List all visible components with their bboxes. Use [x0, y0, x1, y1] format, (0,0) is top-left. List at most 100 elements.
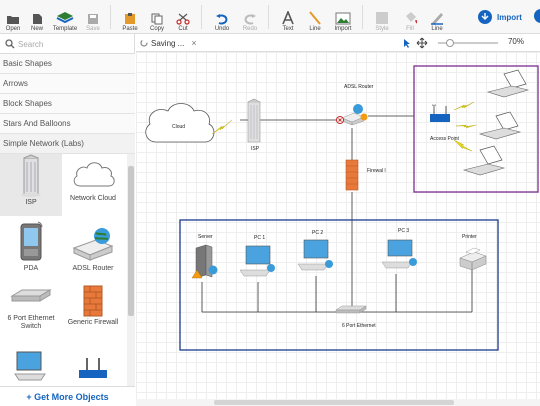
- server-label: Server: [198, 234, 213, 240]
- access-point-icon: [79, 358, 107, 378]
- new-button[interactable]: New: [28, 2, 46, 32]
- pen-icon: [431, 13, 443, 25]
- search-box: [0, 34, 135, 54]
- paint-bucket-icon: [406, 12, 417, 24]
- open-button[interactable]: Open: [4, 2, 22, 32]
- laptop-shape[interactable]: [486, 69, 530, 98]
- template-icon: [56, 12, 74, 24]
- zoom-level: 70%: [507, 37, 524, 46]
- redo-icon: [244, 14, 256, 25]
- toolbar-divider: [201, 5, 202, 29]
- text-button[interactable]: Text: [279, 2, 297, 32]
- firewall-label: Firewal l: [367, 168, 386, 174]
- cut-button[interactable]: Cut: [174, 2, 192, 32]
- shape-library-panel: Basic Shapes Arrows Block Shapes Stars A…: [0, 34, 135, 406]
- pc1-shape[interactable]: PC 1: [239, 235, 275, 277]
- category-arrows[interactable]: Arrows: [0, 74, 135, 94]
- printer-shape[interactable]: Printer: [459, 234, 487, 271]
- line-style-button[interactable]: Line: [428, 2, 446, 32]
- shape-panel-scrollbar[interactable]: [127, 154, 135, 386]
- search-input[interactable]: [18, 37, 128, 51]
- zoom-slider-handle[interactable]: [446, 39, 454, 47]
- folder-icon: [7, 16, 19, 24]
- isp-shape[interactable]: ISP: [247, 98, 261, 152]
- shape-isp[interactable]: ISP: [0, 154, 62, 216]
- pc2-label: PC 2: [312, 230, 323, 236]
- toolbar-divider: [268, 5, 269, 29]
- style-button[interactable]: Style: [372, 2, 392, 32]
- laptop-shape[interactable]: [462, 145, 506, 176]
- shape-pda[interactable]: PDA: [0, 220, 62, 282]
- network-diagram: Cloud ISP ADSL Router Firewal l: [145, 65, 539, 351]
- lan-group-box[interactable]: [179, 219, 499, 351]
- cloud-shape[interactable]: Cloud: [145, 103, 215, 143]
- pc1-label: PC 1: [254, 235, 265, 241]
- fill-button[interactable]: Fill: [401, 2, 419, 32]
- shape-adsl-router[interactable]: ADSL Router: [62, 220, 124, 282]
- download-icon: [478, 10, 492, 24]
- shape-generic-firewall[interactable]: Generic Firewall: [62, 284, 124, 346]
- pda-icon: [20, 221, 43, 261]
- scrollbar-thumb[interactable]: [128, 166, 134, 316]
- switch-label: 6 Port Ethernet: [342, 323, 376, 329]
- toolbar: Open New Template Save Paste Copy Cut Un…: [0, 0, 540, 34]
- save-button[interactable]: Save: [84, 2, 102, 32]
- category-basic-shapes[interactable]: Basic Shapes: [0, 54, 135, 74]
- wireless-group-box[interactable]: [413, 65, 539, 193]
- copy-button[interactable]: Copy: [148, 2, 166, 32]
- style-icon: [376, 12, 388, 24]
- isp-building-icon: [21, 154, 41, 197]
- adsl-router-shape[interactable]: ADSL Router: [336, 84, 374, 126]
- ethernet-switch-shape[interactable]: 6 Port Ethernet: [335, 305, 376, 329]
- shape-6-port-switch[interactable]: 6 Port Ethernet Switch: [0, 284, 62, 346]
- import-button[interactable]: Import: [478, 7, 522, 27]
- scrollbar-thumb[interactable]: [214, 400, 454, 405]
- shape-access-point[interactable]: [62, 348, 124, 386]
- shape-pc[interactable]: [0, 348, 62, 386]
- isp-label: ISP: [251, 146, 260, 152]
- lightning-bolt-icon: [455, 124, 477, 129]
- access-point-label: Access Point: [430, 136, 460, 142]
- text-icon: [282, 11, 294, 25]
- copy-icon: [151, 13, 163, 25]
- search-icon: [5, 39, 15, 49]
- switch-icon: [10, 289, 52, 302]
- line-button[interactable]: Line: [306, 2, 324, 32]
- category-block-shapes[interactable]: Block Shapes: [0, 94, 135, 114]
- pan-tool-icon[interactable]: [416, 37, 428, 49]
- pc2-shape[interactable]: PC 2: [297, 230, 333, 271]
- get-more-objects-link[interactable]: + Get More Objects: [0, 386, 135, 406]
- router-icon: [72, 228, 114, 261]
- printer-label: Printer: [462, 234, 477, 240]
- firewall-shape[interactable]: Firewal l: [345, 159, 386, 191]
- lightning-bolt-icon: [453, 101, 475, 111]
- pc3-shape[interactable]: PC 3: [381, 228, 417, 269]
- firewall-icon: [83, 285, 103, 317]
- toolbar-divider: [110, 5, 111, 29]
- diagram-canvas[interactable]: Cloud ISP ADSL Router Firewal l: [136, 52, 540, 406]
- undo-button[interactable]: Undo: [212, 2, 232, 32]
- pointer-tool-icon[interactable]: [402, 38, 412, 48]
- template-button[interactable]: Template: [51, 2, 79, 32]
- close-tab-icon[interactable]: ×: [191, 38, 197, 48]
- lan-bus: [201, 270, 473, 313]
- zoom-slider[interactable]: [438, 39, 498, 47]
- server-shape[interactable]: Server: [191, 234, 218, 279]
- redo-button[interactable]: Redo: [240, 2, 260, 32]
- category-stars-and-balloons[interactable]: Stars And Balloons: [0, 114, 135, 134]
- category-simple-network[interactable]: Simple Network (Labs): [0, 134, 135, 154]
- new-document-icon: [33, 14, 42, 24]
- toolbar-divider: [362, 5, 363, 29]
- undo-icon: [216, 14, 228, 25]
- shape-grid: ISP Network Cloud PDA ADSL Ro: [0, 154, 127, 386]
- share-icon[interactable]: [534, 9, 540, 23]
- access-point-shape[interactable]: ꟷ Access Point: [430, 103, 460, 142]
- cloud-icon: [73, 162, 115, 187]
- shape-network-cloud[interactable]: Network Cloud: [62, 154, 124, 216]
- laptop-shape[interactable]: [478, 111, 522, 140]
- document-tab[interactable]: Saving ... ×: [140, 36, 197, 50]
- canvas-horizontal-scrollbar[interactable]: [136, 399, 540, 406]
- import-image-button[interactable]: Import: [332, 2, 354, 32]
- paste-button[interactable]: Paste: [120, 2, 140, 32]
- save-icon: [88, 14, 98, 24]
